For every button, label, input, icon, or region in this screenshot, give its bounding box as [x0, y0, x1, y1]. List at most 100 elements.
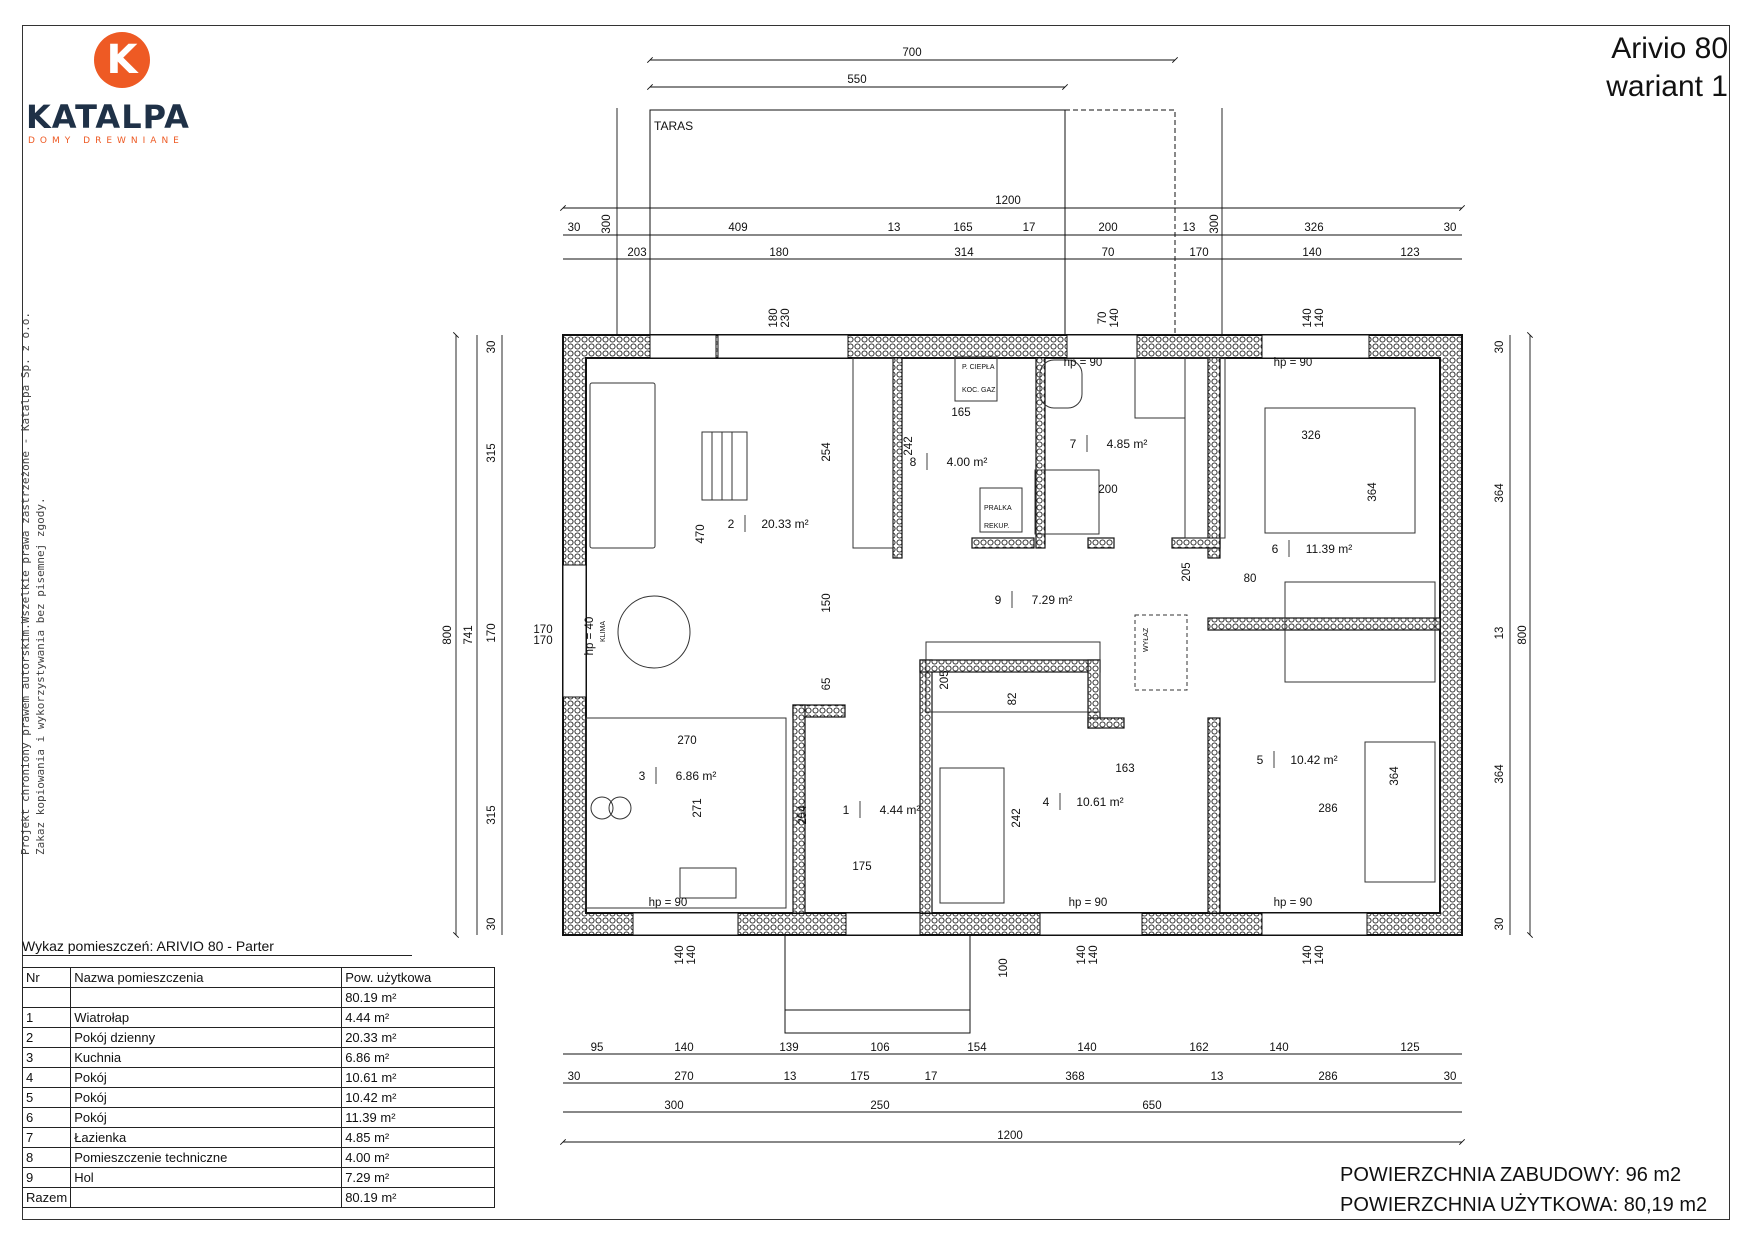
- company-logo: K KATALPA DOMY DREWNIANE: [26, 32, 226, 147]
- window-label: 140: [674, 945, 686, 964]
- furniture: [585, 356, 1436, 909]
- drawing-frame: [22, 25, 1730, 1220]
- window-label: 230: [780, 308, 792, 327]
- dimension-label: 95: [591, 1042, 604, 1054]
- window-label: 140: [1314, 308, 1326, 327]
- dimension-label: 800: [442, 625, 454, 644]
- room-area: 11.39 m²: [1306, 542, 1352, 556]
- built-area: POWIERZCHNIA ZABUDOWY: 96 m2: [1340, 1164, 1682, 1186]
- dimension-label: 154: [967, 1042, 987, 1054]
- dimension-label: 200: [1098, 222, 1117, 234]
- terrace: [649, 109, 1176, 335]
- dimension-label: 1200: [995, 195, 1021, 207]
- equipment-hatch: WYŁAZ: [1143, 627, 1150, 652]
- dimension-label: 242: [1011, 808, 1023, 827]
- window-label: 70: [1097, 312, 1109, 325]
- room-area: 4.00 m²: [947, 455, 988, 469]
- height-label: hp = 40: [584, 617, 596, 656]
- dimension-label: 180: [769, 247, 788, 259]
- dimension-label: 254: [821, 442, 833, 462]
- dimension-label: 250: [870, 1100, 889, 1112]
- project-title: Arivio 80 wariant 1: [1606, 30, 1728, 106]
- room-nr-cell: 1: [21, 1007, 72, 1028]
- height-label: hp = 90: [1274, 357, 1313, 369]
- room-area: 4.85 m²: [1107, 437, 1148, 451]
- dimension-label: 106: [870, 1042, 889, 1054]
- dimension-label: 163: [1115, 763, 1134, 775]
- dimension-label: 17: [1023, 222, 1036, 234]
- room-number: 1: [843, 803, 850, 817]
- room-area: 7.29 m²: [1032, 593, 1073, 607]
- dimension-label: 30: [1494, 341, 1506, 354]
- dimension-label: 70: [1102, 247, 1115, 259]
- dimension-label: 550: [847, 74, 866, 86]
- dimension-label: 165: [951, 407, 970, 419]
- room-area: 6.86 m²: [676, 769, 717, 783]
- logo-tagline: DOMY DREWNIANE: [28, 136, 184, 146]
- dimension-label: 205: [1181, 562, 1193, 581]
- equipment-heat-pump: P. CIEPŁA: [962, 364, 995, 371]
- dimension-label: 165: [953, 222, 972, 234]
- dimension-label: 82: [1007, 693, 1019, 706]
- room-nr-cell: 9: [21, 1167, 72, 1188]
- dimension-label: 800: [1517, 625, 1529, 644]
- room-number: 3: [639, 769, 646, 783]
- dimension-label: 30: [486, 918, 498, 931]
- dimension-label: 175: [850, 1071, 869, 1083]
- terrace-label: TARAS: [654, 119, 693, 133]
- dimension-label: 139: [779, 1042, 798, 1054]
- exterior-walls: [562, 334, 1463, 936]
- dimension-label: 300: [1209, 214, 1221, 233]
- equipment-boiler: KOC. GAZ: [962, 387, 996, 394]
- room-number: 4: [1043, 795, 1050, 809]
- dimension-label: 470: [695, 524, 707, 543]
- room-nr-cell: Nr: [21, 967, 72, 988]
- dimension-label: 13: [784, 1071, 797, 1083]
- room-area: 10.42 m²: [1290, 753, 1337, 767]
- room-name-cell: Pomieszczenie techniczne: [70, 1147, 343, 1168]
- logo-k-icon: K: [94, 32, 150, 88]
- equipment-ac: KLIMA: [600, 621, 607, 642]
- equipment-recuperator: REKUP.: [984, 523, 1009, 530]
- usable-area: POWIERZCHNIA UŻYTKOWA: 80,19 m2: [1340, 1194, 1708, 1216]
- room-number: 2: [728, 517, 735, 531]
- dimension-label: 13: [888, 222, 901, 234]
- window-label: 140: [1302, 945, 1314, 964]
- dimension-label: 30: [1444, 1071, 1457, 1083]
- window-label: 140: [1302, 308, 1314, 327]
- dimension-label: 315: [486, 805, 498, 824]
- dimension-label: 162: [1189, 1042, 1208, 1054]
- dimension-label: 140: [1302, 247, 1321, 259]
- window-label: 140: [1088, 945, 1100, 964]
- dimension-label: 368: [1065, 1071, 1084, 1083]
- dimension-label: 100: [998, 958, 1010, 977]
- room-area-cell: 6.86 m²: [341, 1047, 496, 1068]
- dimension-label: 270: [674, 1071, 693, 1083]
- dimension-label: 30: [568, 1071, 581, 1083]
- window-label: 140: [1076, 945, 1088, 964]
- project-name: Arivio 80: [1611, 32, 1728, 65]
- dimension-label: 30: [1444, 222, 1457, 234]
- room-area: 20.33 m²: [761, 517, 808, 531]
- dimension-label: 286: [1318, 1071, 1337, 1083]
- room-area: 4.44 m²: [880, 803, 921, 817]
- dimension-label: 286: [1318, 803, 1337, 815]
- room-number: 6: [1272, 542, 1279, 556]
- dimension-label: 175: [852, 861, 871, 873]
- dimension-label: 140: [674, 1042, 693, 1054]
- dimension-label: 242: [903, 436, 915, 455]
- dimension-label: 270: [677, 735, 696, 747]
- height-label: hp = 90: [649, 897, 688, 909]
- entrance-porch: [784, 934, 971, 1034]
- dimension-label: 170: [486, 623, 498, 642]
- dimension-label: 326: [1301, 430, 1320, 442]
- room-area-cell: 11.39 m²: [341, 1107, 496, 1128]
- dimension-label: 1200: [997, 1130, 1023, 1142]
- window-label: 140: [1314, 945, 1326, 964]
- dimension-label: 170: [533, 624, 552, 636]
